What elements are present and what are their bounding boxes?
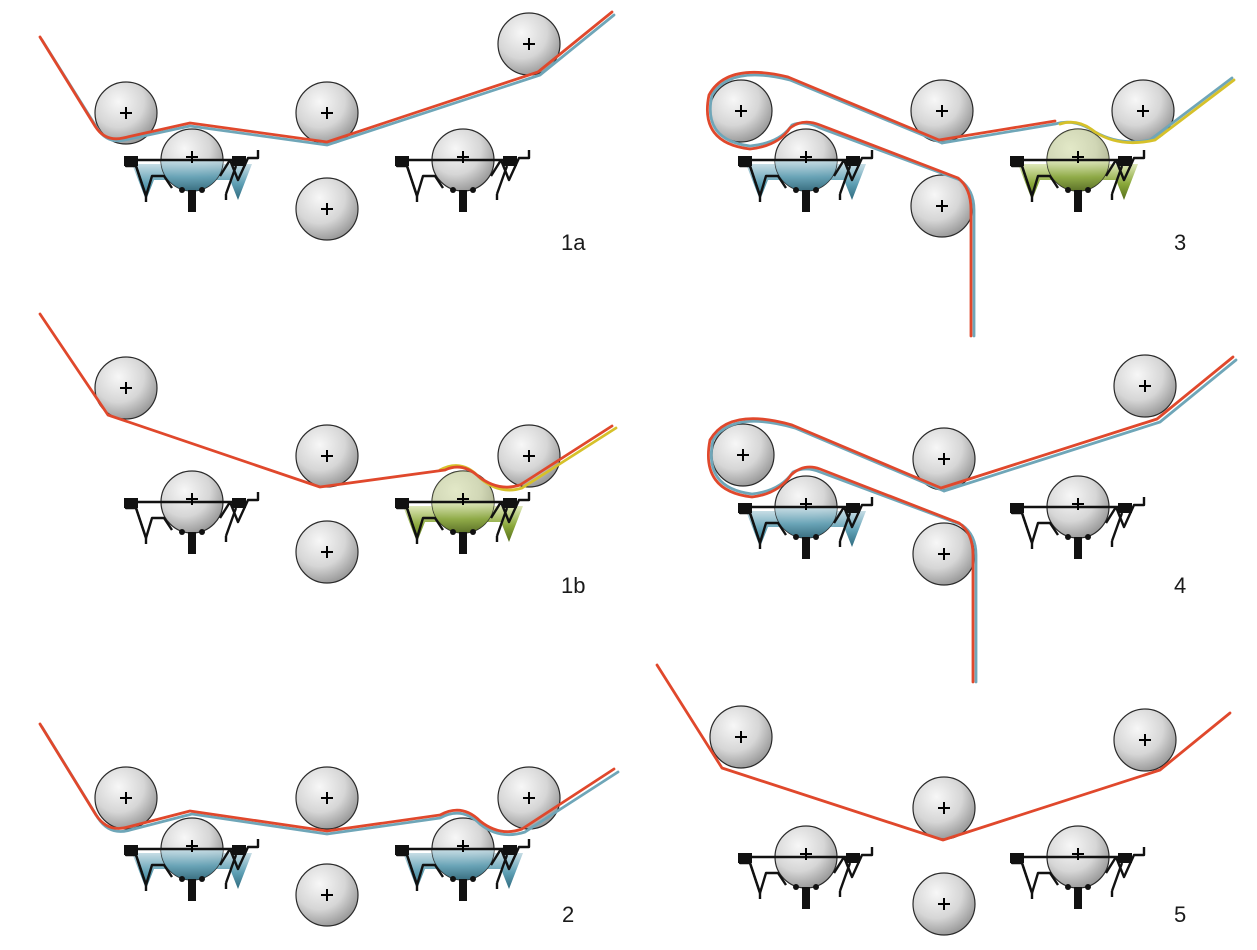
guide-roller <box>1113 354 1177 418</box>
coating-bath-right <box>1008 128 1146 214</box>
panel-1b: 1b <box>38 312 618 598</box>
panel-label: 3 <box>1174 230 1186 255</box>
guide-roller <box>295 766 359 830</box>
panel-1a: 1a <box>38 10 616 255</box>
guide-roller <box>497 766 561 830</box>
web-path <box>38 722 616 834</box>
panel-2: 2 <box>38 722 620 927</box>
coating-bath-right <box>393 128 531 214</box>
guide-roller <box>711 423 775 487</box>
web-path <box>937 119 1057 142</box>
web-path <box>707 417 975 684</box>
guide-roller <box>94 766 158 830</box>
guide-roller <box>295 863 359 927</box>
panel-4: 4 <box>707 354 1238 684</box>
guide-roller <box>295 520 359 584</box>
web-path <box>40 725 620 837</box>
web-path <box>38 312 614 489</box>
guide-roller <box>912 776 976 840</box>
panel-label: 1b <box>561 573 585 598</box>
guide-roller <box>709 705 773 769</box>
web-path <box>655 663 1232 842</box>
guide-roller <box>295 177 359 241</box>
coating-bath-right <box>1008 475 1146 561</box>
coating-bath-left <box>736 475 874 561</box>
coating-bath-right <box>393 470 531 556</box>
panel-3: 3 <box>706 70 1236 338</box>
coating-bath-left <box>736 128 874 214</box>
panel-5: 5 <box>655 663 1232 936</box>
panel-label: 5 <box>1174 902 1186 927</box>
web-path <box>1058 78 1236 145</box>
web-path <box>942 358 1238 493</box>
guide-roller <box>1113 708 1177 772</box>
panel-label: 2 <box>562 902 574 927</box>
guide-roller <box>295 424 359 488</box>
web-path <box>939 355 1235 490</box>
web-path <box>38 10 614 144</box>
coating-bath-left <box>736 825 874 911</box>
coating-bath-left <box>122 128 260 214</box>
coating-bath-left <box>122 470 260 556</box>
web-path <box>706 70 973 338</box>
guide-roller <box>912 522 976 586</box>
panel-label: 4 <box>1174 573 1186 598</box>
coating-bath-left <box>122 817 260 903</box>
coating-bath-right <box>1008 825 1146 911</box>
guide-roller <box>912 872 976 936</box>
coating-bath-right <box>393 817 531 903</box>
panel-label: 1a <box>561 230 586 255</box>
